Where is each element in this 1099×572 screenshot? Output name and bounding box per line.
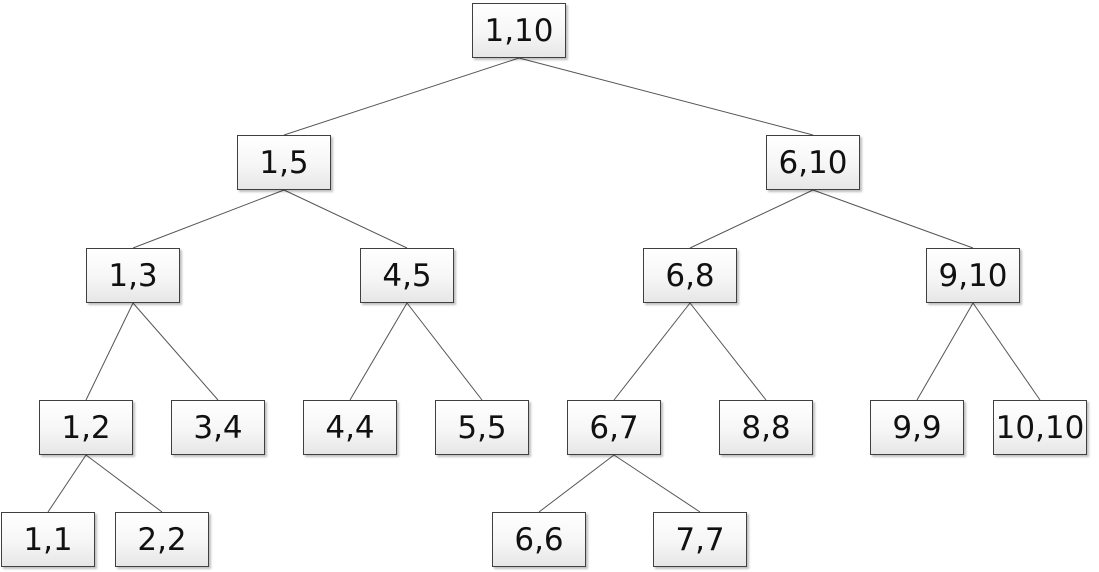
node-9-9: 9,9	[870, 400, 964, 455]
edge-n1_10-n1_5	[283, 57, 520, 136]
edge-n6_7-n6_6	[538, 454, 615, 513]
edge-n1_10-n6_10	[518, 57, 814, 136]
node-8-8: 8,8	[719, 400, 813, 455]
node-1-10: 1,10	[472, 3, 566, 58]
node-3-4: 3,4	[171, 400, 265, 455]
edge-n4_5-n4_4	[349, 302, 408, 401]
edge-n1_2-n1_1	[47, 454, 87, 513]
node-2-2: 2,2	[115, 512, 209, 567]
edge-n6_10-n6_8	[689, 189, 814, 249]
node-7-7: 7,7	[653, 512, 747, 567]
node-6-6: 6,6	[492, 512, 586, 567]
edge-n9_10-n9_9	[916, 302, 974, 401]
edge-n6_8-n8_8	[689, 302, 767, 401]
edge-n6_8-n6_7	[613, 302, 691, 401]
edge-n1_5-n4_5	[283, 189, 408, 249]
node-5-5: 5,5	[435, 400, 529, 455]
node-1-2: 1,2	[39, 400, 133, 455]
edge-n9_10-n10_10	[972, 302, 1041, 401]
edge-n4_5-n5_5	[406, 302, 483, 401]
node-1-3: 1,3	[86, 248, 180, 303]
node-6-8: 6,8	[643, 248, 737, 303]
node-6-7: 6,7	[567, 400, 661, 455]
edge-n1_3-n1_2	[85, 302, 134, 401]
node-6-10: 6,10	[766, 135, 860, 190]
node-1-1: 1,1	[1, 512, 95, 567]
node-9-10: 9,10	[926, 248, 1020, 303]
edge-n1_3-n3_4	[132, 302, 219, 401]
edge-n1_5-n1_3	[132, 189, 285, 249]
node-10-10: 10,10	[993, 400, 1087, 455]
edge-n1_2-n2_2	[85, 454, 163, 513]
edge-n6_10-n9_10	[812, 189, 974, 249]
edge-n6_7-n7_7	[613, 454, 701, 513]
node-1-5: 1,5	[237, 135, 331, 190]
node-4-4: 4,4	[303, 400, 397, 455]
node-4-5: 4,5	[360, 248, 454, 303]
